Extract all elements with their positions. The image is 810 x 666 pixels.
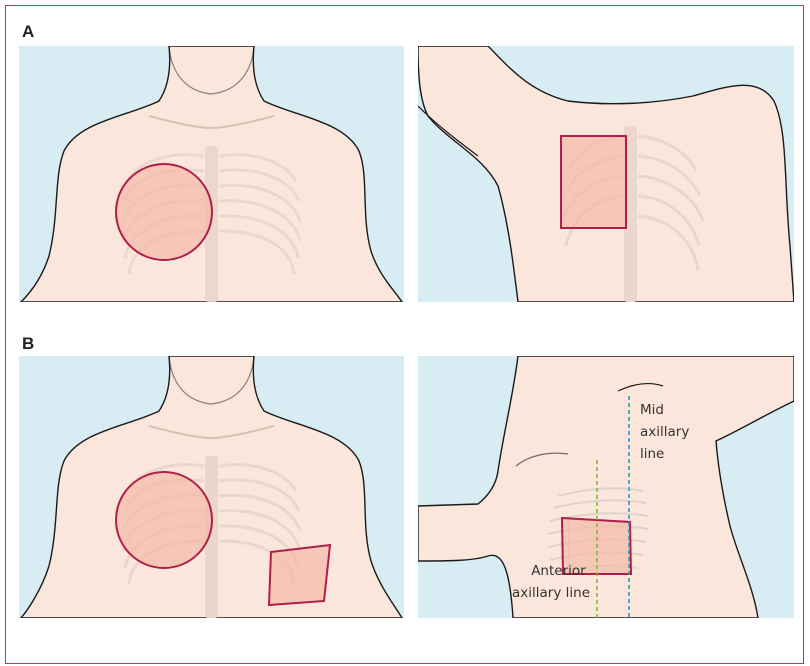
figure-frame: A B — [5, 5, 804, 664]
back-rect-region — [561, 136, 626, 228]
lateral-quad-region — [269, 545, 330, 605]
front-circle-region — [116, 164, 212, 260]
panel-label-b: B — [22, 334, 34, 354]
lateral-skin — [418, 356, 794, 618]
panel-a-front-chest — [19, 46, 404, 302]
panel-b-front-chest — [19, 356, 404, 618]
panel-b-lateral: Mid axillary line Anterior axillary line — [418, 356, 794, 618]
front-circle-region-b — [116, 472, 212, 568]
panel-a-back — [418, 46, 794, 302]
panel-label-a: A — [22, 22, 34, 42]
